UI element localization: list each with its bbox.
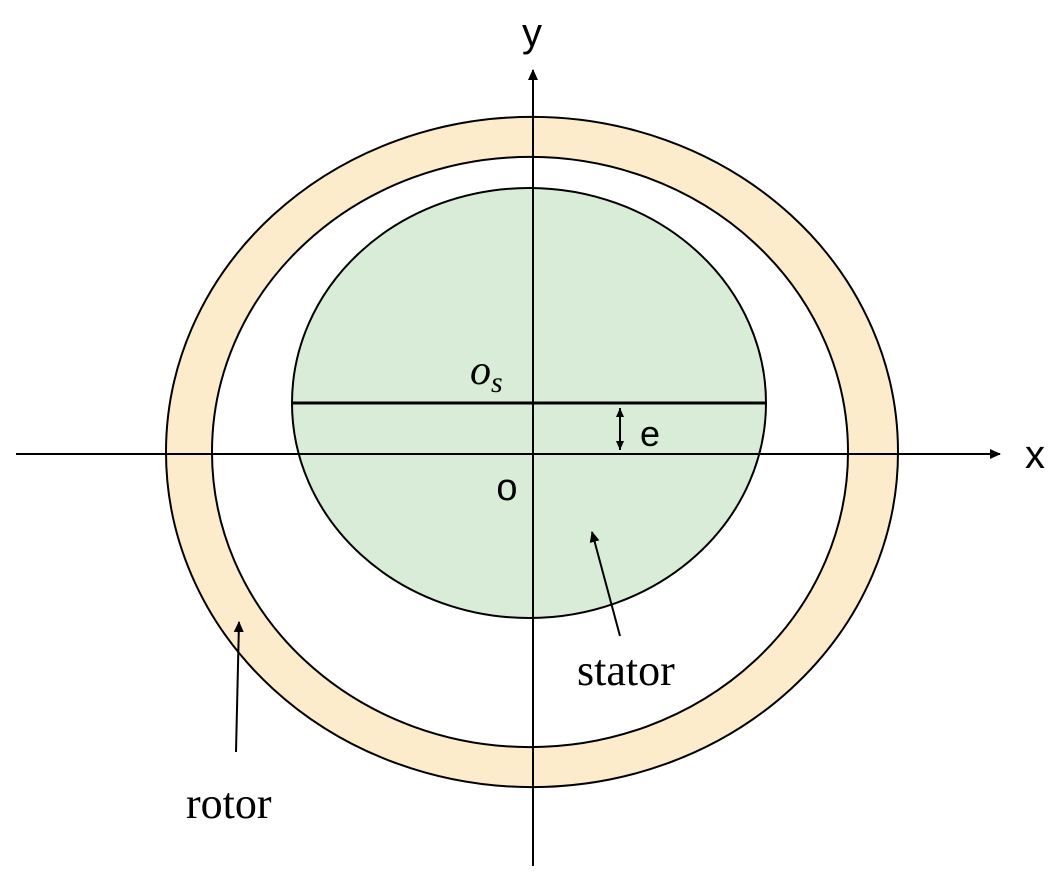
eccentricity-label: e	[640, 413, 660, 454]
stator-center-symbol: o	[470, 348, 491, 394]
stator-label: stator	[577, 646, 675, 695]
y-axis-label: y	[522, 11, 542, 55]
stator-center-subscript: s	[491, 366, 503, 399]
rotor-pointer-arrow	[233, 621, 244, 753]
x-axis-label: x	[1025, 433, 1045, 477]
stator-pointer-arrow	[589, 531, 621, 637]
rotor-label: rotor	[186, 779, 272, 828]
stator-center-label: os	[470, 348, 503, 399]
rotor-ring	[164, 116, 900, 788]
origin-label: o	[496, 467, 517, 509]
